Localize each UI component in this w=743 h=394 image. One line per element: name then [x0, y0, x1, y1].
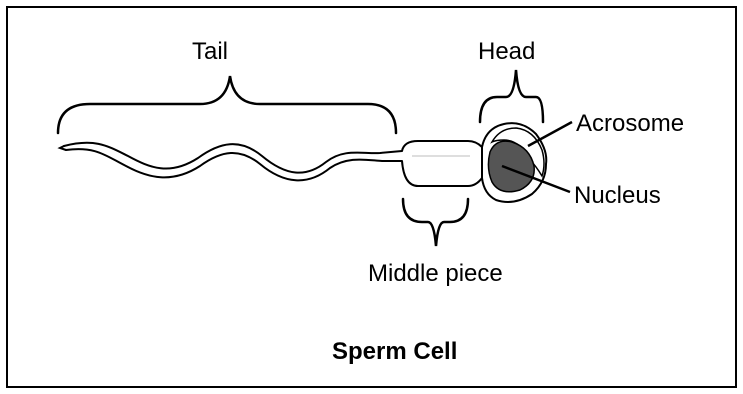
acrosome-label: Acrosome	[576, 112, 684, 136]
middle-piece-brace	[403, 199, 468, 246]
tail-label: Tail	[192, 40, 228, 64]
tail-brace	[58, 76, 396, 133]
head-label: Head	[478, 40, 535, 64]
middle-piece	[402, 141, 482, 186]
tail	[60, 143, 402, 181]
head-brace	[480, 70, 543, 122]
nucleus-label: Nucleus	[574, 184, 661, 208]
middle-piece-label: Middle piece	[368, 262, 503, 286]
diagram-title: Sperm Cell	[332, 340, 457, 364]
